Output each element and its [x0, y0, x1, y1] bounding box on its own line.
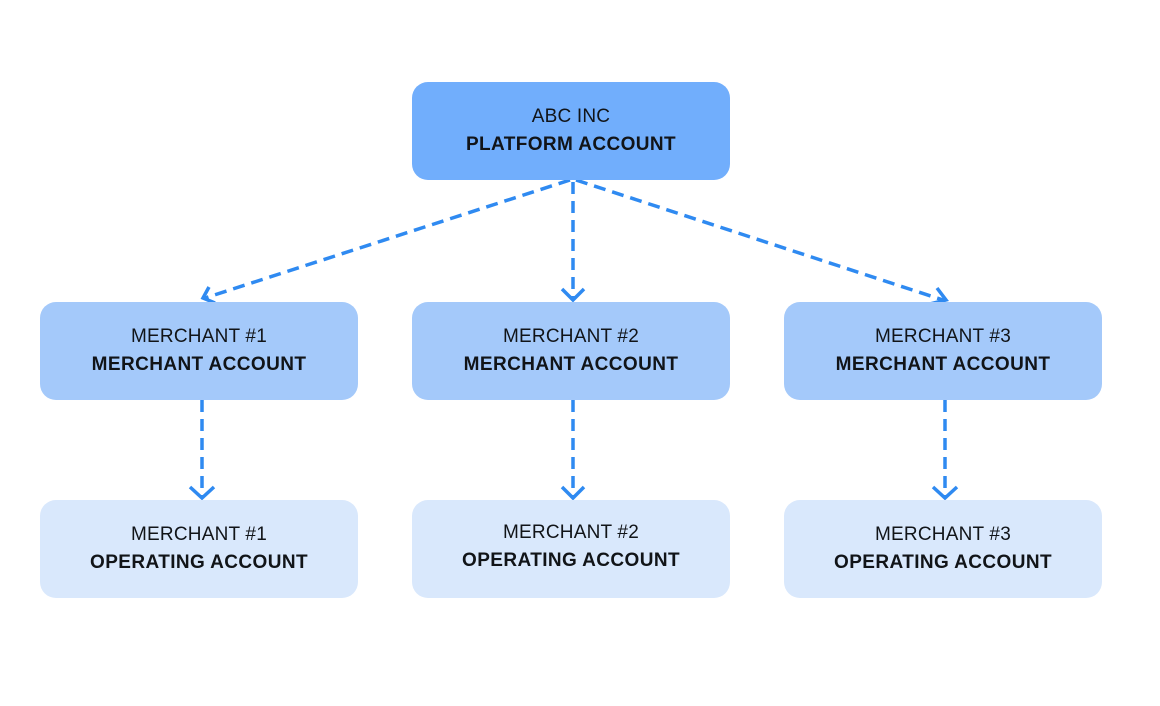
arrowhead-operating-3 — [931, 485, 959, 501]
arrowhead-merchant-1 — [200, 286, 216, 305]
merchant-2-account-type: MERCHANT ACCOUNT — [463, 354, 679, 375]
operating-2-name: MERCHANT #2 — [503, 522, 639, 543]
merchant-1-account-type: MERCHANT ACCOUNT — [91, 354, 307, 375]
merchant-1-account-box: MERCHANT #1 MERCHANT ACCOUNT — [40, 302, 358, 400]
arrowhead-merchant-2 — [560, 287, 586, 303]
operating-2-account-type: OPERATING ACCOUNT — [462, 550, 680, 571]
merchant-3-account-type: MERCHANT ACCOUNT — [835, 354, 1051, 375]
connector-platform-to-merchant-3 — [575, 178, 944, 302]
operating-3-account-box: MERCHANT #3 OPERATING ACCOUNT — [784, 500, 1102, 598]
platform-name: ABC INC — [531, 106, 611, 127]
connector-platform-to-merchant-1 — [204, 178, 571, 300]
connector-group — [188, 178, 959, 501]
merchant-3-account-box: MERCHANT #3 MERCHANT ACCOUNT — [784, 302, 1102, 400]
merchant-3-name: MERCHANT #3 — [875, 326, 1011, 347]
operating-3-name: MERCHANT #3 — [875, 524, 1011, 545]
merchant-1-name: MERCHANT #1 — [131, 326, 267, 347]
operating-3-account-type: OPERATING ACCOUNT — [834, 552, 1052, 573]
platform-account-type: PLATFORM ACCOUNT — [465, 134, 677, 155]
platform-account-box: ABC INC PLATFORM ACCOUNT — [412, 82, 730, 180]
arrowhead-operating-2 — [560, 485, 586, 501]
merchant-2-name: MERCHANT #2 — [503, 326, 639, 347]
operating-1-name: MERCHANT #1 — [131, 524, 267, 545]
merchant-2-account-box: MERCHANT #2 MERCHANT ACCOUNT — [412, 302, 730, 400]
operating-1-account-type: OPERATING ACCOUNT — [90, 552, 308, 573]
arrowhead-operating-1 — [188, 485, 216, 501]
operating-1-account-box: MERCHANT #1 OPERATING ACCOUNT — [40, 500, 358, 598]
operating-2-account-box: MERCHANT #2 OPERATING ACCOUNT — [412, 500, 730, 598]
